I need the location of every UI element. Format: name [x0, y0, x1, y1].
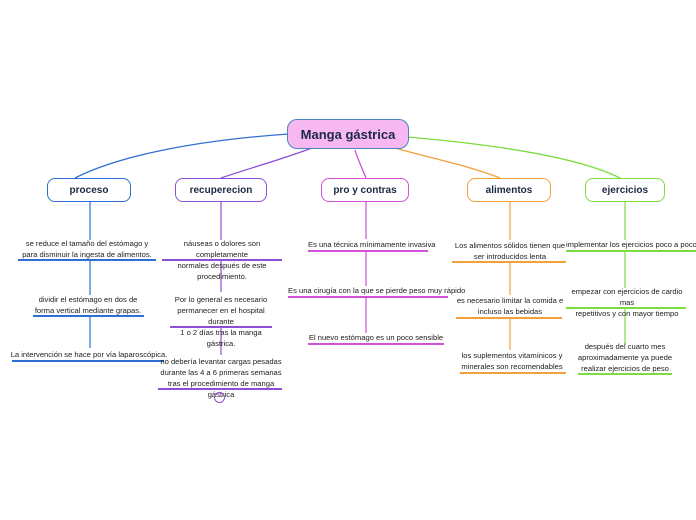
subtopic-ejercicios-1[interactable]: implementar los ejercicios poco a poco [566, 240, 696, 249]
topic-ejercicios[interactable]: ejercicios [585, 178, 665, 202]
link-recuperecion [220, 147, 313, 179]
topic-alimentos[interactable]: alimentos [467, 178, 551, 202]
link-ejercicios [406, 136, 621, 179]
subtopic-alimentos-1[interactable]: Los alimentos sólidos tienen que ser int… [454, 241, 566, 261]
subtopic-pro-y-contras-2[interactable]: Es una cirugía con la que se pierde peso… [288, 286, 466, 295]
root-topic[interactable]: Manga gástrica [287, 119, 409, 149]
topic-pro-y-contras[interactable]: pro y contras [321, 178, 409, 202]
link-proceso [74, 133, 290, 179]
minus-circle-icon[interactable]: − [214, 392, 225, 403]
subtopic-alimentos-3[interactable]: los suplementos vitamínicos y minerales … [461, 351, 563, 371]
subtopic-recuperecion-1[interactable]: náuseas o dolores son completamente norm… [177, 239, 267, 281]
link-pro-y-contras [354, 149, 367, 179]
subtopic-recuperecion-3[interactable]: no debería levantar cargas pesadas duran… [160, 357, 282, 399]
subtopic-ejercicios-2[interactable]: empezar con ejercicios de cardio mas rep… [571, 287, 683, 318]
link-alimentos [394, 147, 501, 179]
subtopic-pro-y-contras-1[interactable]: Es una técnica mínimamente invasiva [308, 240, 436, 249]
subtopic-pro-y-contras-3[interactable]: El nuevo estómago es un poco sensible [308, 333, 444, 342]
subtopic-alimentos-2[interactable]: es necesario limitar la comida e incluso… [456, 296, 564, 316]
subtopic-proceso-3[interactable]: La intervención se hace por vía laparosc… [10, 350, 168, 359]
subtopic-proceso-2[interactable]: dividir el estómago en dos de forma vert… [34, 295, 142, 315]
subtopic-recuperecion-2[interactable]: Por lo general es necesario permanecer e… [174, 295, 268, 348]
subtopic-proceso-1[interactable]: se reduce el tamaño del estómago y para … [22, 239, 152, 259]
topic-recuperecion[interactable]: recuperecion [175, 178, 267, 202]
subtopic-ejercicios-3[interactable]: después del cuarto mes aproximadamente y… [577, 342, 673, 373]
topic-proceso[interactable]: proceso [47, 178, 131, 202]
